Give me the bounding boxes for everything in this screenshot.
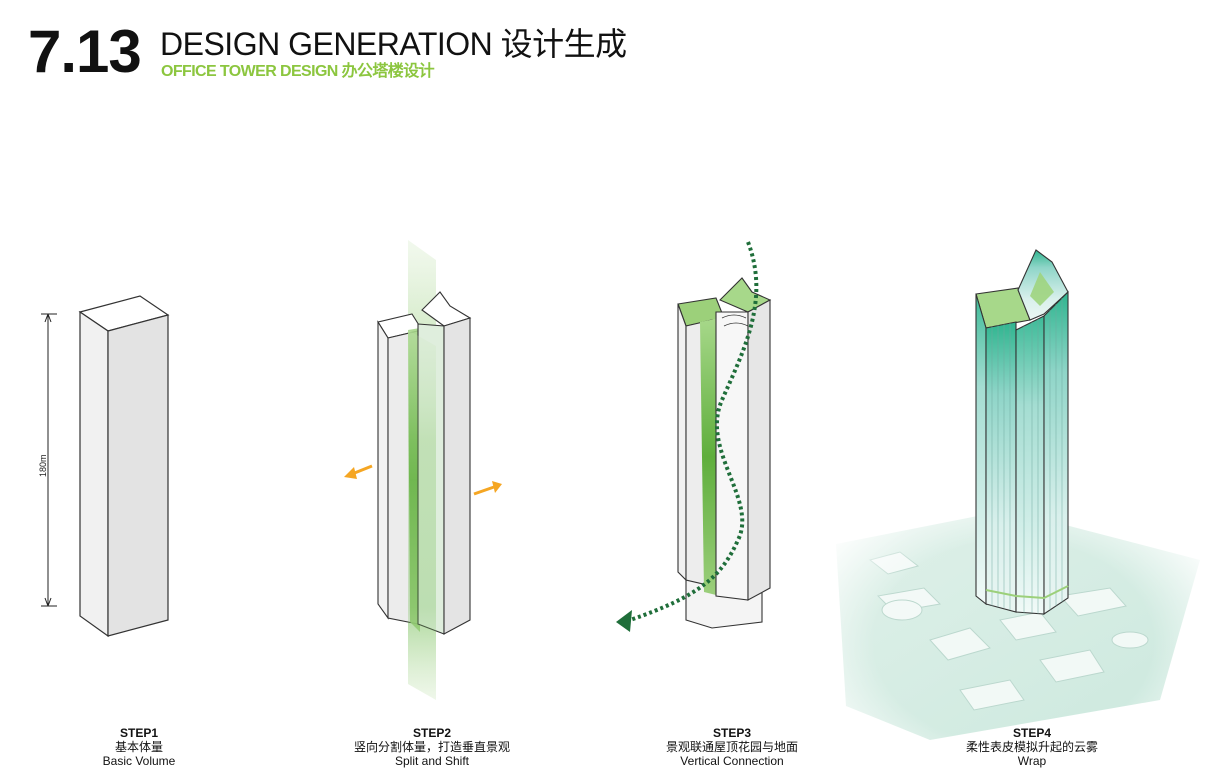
step4-scene — [820, 249, 1207, 784]
section-number: 7.13 — [28, 18, 142, 85]
step2-label: STEP2 — [412, 726, 451, 740]
step3-caption: STEP3 景观联通屋顶花园与地面 Vertical Connection — [622, 726, 842, 768]
step4-name-en: Wrap — [1017, 754, 1047, 768]
step1-caption: STEP1 基本体量 Basic Volume — [29, 726, 249, 768]
step1-label: STEP1 — [119, 726, 158, 740]
height-dimension-line — [41, 313, 57, 607]
step1-tower — [41, 295, 170, 638]
step3-label: STEP3 — [712, 726, 751, 740]
connection-arrow-icon — [616, 610, 632, 632]
step2-name-cn: 竖向分割体量，打造垂直景观 — [353, 740, 510, 754]
step3-name-cn: 景观联通屋顶花园与地面 — [665, 740, 798, 754]
step4-caption: STEP4 柔性表皮模拟升起的云雾 Wrap — [922, 726, 1142, 768]
step4-name-cn: 柔性表皮模拟升起的云雾 — [965, 740, 1098, 754]
page-subtitle: OFFICE TOWER DESIGN 办公塔楼设计 — [161, 63, 435, 80]
step4-label: STEP4 — [1012, 726, 1051, 740]
step3-name-en: Vertical Connection — [680, 754, 784, 768]
facade-fins — [991, 298, 1063, 614]
step2-caption: STEP2 竖向分割体量，打造垂直景观 Split and Shift — [322, 726, 542, 768]
page-title: DESIGN GENERATION 设计生成 — [160, 26, 627, 62]
split-arrow-left-icon — [344, 464, 373, 479]
split-arrow-right-icon — [473, 481, 502, 496]
step1-name-cn: 基本体量 — [114, 740, 163, 754]
height-dimension-label: 180m — [38, 454, 48, 477]
connection-path — [629, 241, 759, 622]
step3-tower — [616, 241, 772, 632]
step2-tower — [344, 240, 502, 700]
step1-name-en: Basic Volume — [102, 754, 176, 768]
step2-name-en: Split and Shift — [394, 754, 470, 768]
